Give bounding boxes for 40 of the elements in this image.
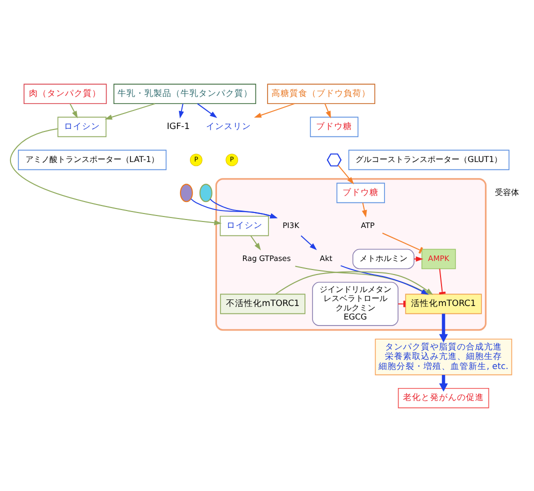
label: 受容体 (494, 186, 519, 196)
arrow (324, 102, 331, 118)
node-box: ロイシン (220, 215, 269, 236)
arrow (210, 198, 278, 218)
node-box: ブドウ糖 (310, 116, 358, 137)
node-box: 活性化mTORC1 (405, 293, 482, 314)
node-box: ロイシン (57, 116, 106, 137)
node-box: タンパク質や脂質の合成亢進 栄養素取込み亢進、細胞生存 細胞分裂・増殖、血管新生, etc. (374, 338, 512, 375)
arrow (439, 313, 448, 342)
connector (398, 300, 406, 307)
arrow (362, 202, 367, 218)
node-receptor (180, 183, 193, 202)
node-box: アミノ酸トランスポーター（LAT-1） (18, 149, 167, 170)
connector (382, 232, 423, 254)
arrow (178, 102, 184, 118)
node-box: グルコーストランスポーター（GLUT1） (348, 149, 510, 170)
arrow (439, 374, 448, 392)
node-text: インスリン (206, 121, 252, 132)
node-box: メトホルミン (352, 248, 414, 269)
arrow (196, 102, 218, 118)
node-box: ブドウ糖 (336, 182, 385, 203)
node-text: IGF-1 (166, 121, 190, 132)
node-box: 老化と発がんの促進 (398, 387, 490, 408)
arrow (338, 164, 354, 184)
arrow (10, 128, 222, 225)
node-hexagon (326, 152, 342, 166)
node-box: 肉（タンパク質） (24, 83, 107, 104)
node-receptor (199, 183, 212, 202)
arrow (250, 234, 261, 250)
arrow (190, 198, 278, 218)
node-box: 高糖質食（ブドウ負荷） (267, 83, 376, 104)
arrow (300, 234, 317, 250)
arrow (104, 102, 156, 120)
connector (439, 268, 446, 294)
node-box: ジインドリルメタン レスベラトロール クルクミン EGCG (312, 281, 398, 326)
arrow (70, 102, 78, 118)
arrow (254, 102, 295, 118)
node-box: 不活性化mTORC1 (220, 293, 306, 314)
node-box: 牛乳・乳製品（牛乳タンパク質） (114, 83, 256, 104)
arrow (414, 256, 424, 262)
